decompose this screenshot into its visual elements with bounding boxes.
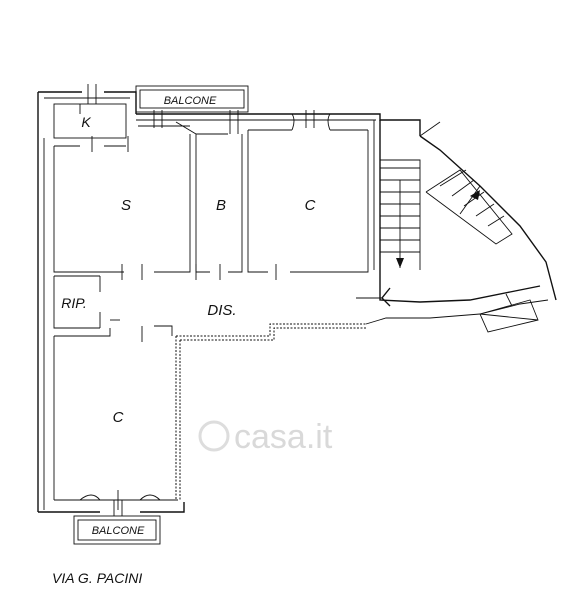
balcony-bottom: BALCONE (73, 515, 161, 545)
watermark-text: casa.it (234, 418, 333, 456)
stair-treads (380, 167, 420, 268)
entrance-arrow-icon (381, 287, 391, 307)
outer-walls (37, 91, 421, 513)
room-dis-label: DIS. (207, 302, 236, 319)
room-rip-label: RIP. (61, 295, 86, 311)
watermark-logo-icon (198, 420, 230, 452)
room-k-label: K (81, 114, 91, 130)
balcony-top: BALCONE (135, 85, 249, 113)
watermark: casa.it (198, 418, 333, 456)
room-c-top-label: C (305, 197, 316, 214)
balcone-top-label: BALCONE (164, 95, 217, 107)
room-c-bottom-label: C (113, 409, 124, 426)
room-b-label: B (216, 197, 226, 214)
street-label: VIA G. PACINI (52, 570, 142, 586)
room-s-label: S (121, 197, 131, 214)
interior-walls (53, 84, 369, 516)
stair-hall (356, 121, 557, 333)
balcone-bottom-label: BALCONE (92, 525, 145, 537)
